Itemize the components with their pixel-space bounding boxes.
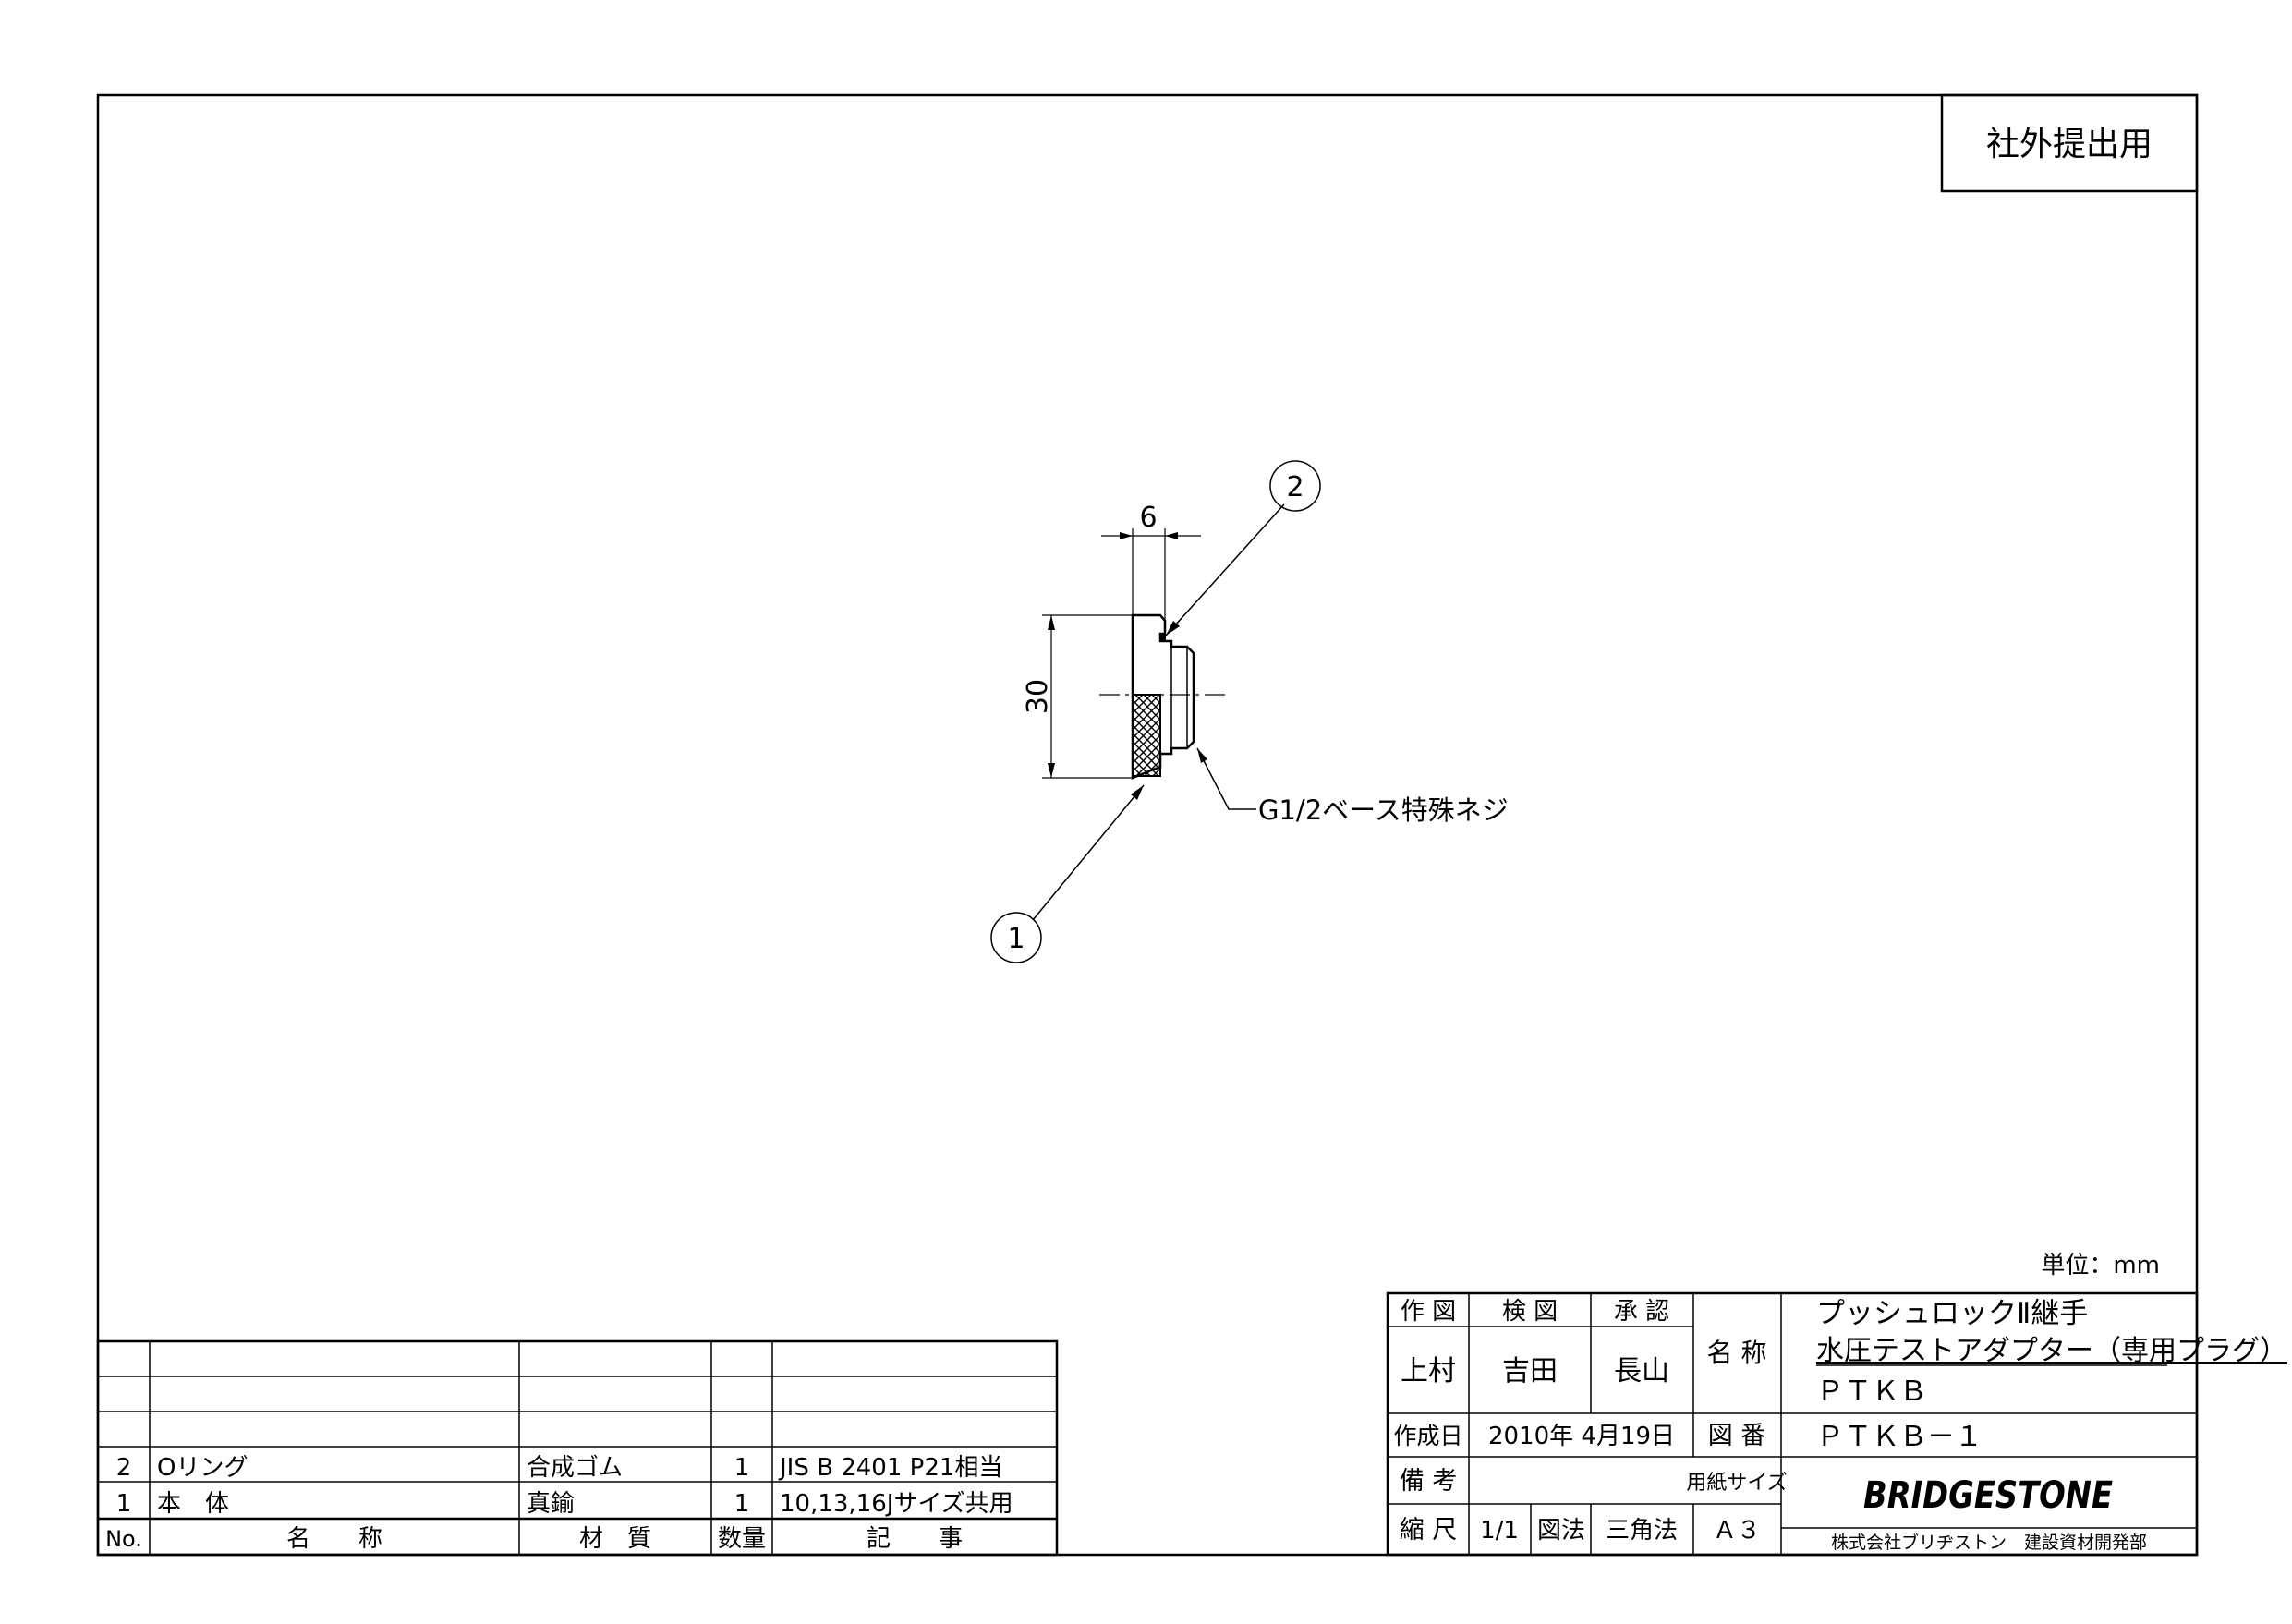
checked-label: 検 図 [1502,1298,1558,1326]
drawn-label: 作 図 [1401,1298,1456,1326]
thread-note-text: G1/2ベース特殊ネジ [1258,794,1509,826]
svg-text:1: 1 [734,1490,750,1518]
date-value: 2010年 4月19日 [1488,1423,1675,1450]
title-line-2: 水圧テストアダプター（専用プラグ） [1816,1335,2287,1367]
part-drawing: 6 30 2 1 G1/2ベース特殊ネジ [990,460,1509,963]
knurled-grip [1132,694,1161,777]
svg-text:2: 2 [116,1454,132,1482]
dimension-height: 30 [1022,614,1133,779]
scale-label: 縮 尺 [1400,1516,1458,1545]
o-ring-groove [1160,634,1166,641]
parts-row-1: 1 本 体 真鍮 1 10,13,16Jサイズ共用 [116,1490,1013,1518]
bridgestone-logo: BRIDGESTONE [1863,1474,2113,1517]
svg-text:数量: 数量 [718,1525,766,1553]
title-line-1: プッシュロックⅡ継手 [1816,1297,2088,1330]
unit-label: 単位：mm [2041,1252,2160,1279]
svg-text:真鍮: 真鍮 [527,1490,575,1518]
svg-text:10,13,16Jサイズ共用: 10,13,16Jサイズ共用 [780,1490,1013,1518]
name-label: 名 称 [1707,1338,1767,1368]
callout-1-number: 1 [1007,923,1025,955]
svg-text:Oリング: Oリング [157,1454,248,1482]
svg-text:記 事: 記 事 [867,1525,963,1553]
external-submission-stamp: 社外提出用 [1940,93,2199,193]
title-block: 作 図 検 図 承 認 上村 吉田 長山 名 称 プッシュロックⅡ継手 水圧テス… [1386,1291,2287,1557]
svg-text:JIS B 2401 P21相当: JIS B 2401 P21相当 [778,1454,1002,1482]
projection-label: 図法 [1537,1517,1585,1545]
parts-list-header: No. 名 称 材 質 数量 記 事 [105,1525,963,1553]
dimension-width-value: 6 [1139,502,1157,534]
stamp-text: 社外提出用 [1986,126,2153,164]
callout-1: 1 [990,784,1145,963]
svg-text:名 称: 名 称 [286,1525,382,1553]
checked-by: 吉田 [1502,1355,1558,1388]
scale-value: 1/1 [1480,1517,1519,1545]
paper-size-value: Ａ３ [1713,1517,1761,1545]
svg-text:本 体: 本 体 [157,1490,229,1518]
approved-by: 長山 [1614,1355,1669,1388]
parts-row-2: 2 Oリング 合成ゴム 1 JIS B 2401 P21相当 [116,1454,1003,1482]
company-name: 株式会社ブリヂストン 建設資材開発部 [1831,1532,2147,1553]
drawing-no-label: 図 番 [1708,1422,1766,1450]
approved-label: 承 認 [1614,1298,1669,1326]
svg-text:合成ゴム: 合成ゴム [527,1454,623,1482]
dimension-width: 6 [1101,502,1201,621]
svg-text:1: 1 [116,1490,132,1518]
svg-text:1: 1 [734,1454,750,1482]
parts-list-table: 2 Oリング 合成ゴム 1 JIS B 2401 P21相当 1 本 体 真鍮 … [96,1339,1059,1557]
paper-size-label: 用紙サイズ [1686,1472,1787,1495]
sheet-border [96,93,2199,1557]
notes-label: 備 考 [1400,1467,1458,1496]
svg-text:No.: No. [105,1526,142,1552]
projection-value: 三角法 [1606,1517,1678,1545]
drawn-by: 上村 [1401,1355,1456,1388]
svg-text:材 質: 材 質 [579,1525,651,1553]
date-label: 作成日 [1393,1423,1462,1449]
thread-note: G1/2ベース特殊ネジ [1196,747,1509,826]
callout-2-number: 2 [1286,471,1304,503]
dimension-height-value: 30 [1022,679,1054,714]
title-line-3: ＰＴＫＢ [1816,1376,1927,1408]
drawing-number: ＰＴＫＢ－１ [1816,1421,1983,1453]
logo-text: BRIDGESTONE [1863,1474,2113,1517]
callout-2: 2 [1165,460,1321,636]
